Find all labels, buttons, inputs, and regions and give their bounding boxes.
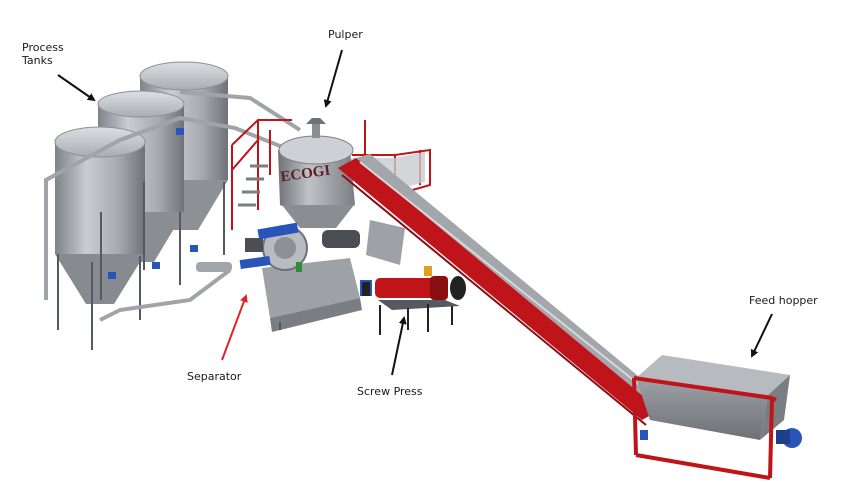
- feed-hopper-arrow: [750, 313, 773, 358]
- pulper: ECOGI: [278, 118, 355, 228]
- process-tanks-arrow: [57, 74, 96, 102]
- tank-valves: [108, 128, 198, 279]
- screw-press-label: Screw Press: [357, 385, 423, 398]
- tank-legs: [57, 182, 225, 350]
- pulper-label: Pulper: [328, 28, 363, 41]
- feed-hopper-label: Feed hopper: [749, 294, 818, 307]
- process-tanks: [44, 61, 302, 350]
- screw-press: [360, 266, 466, 335]
- separator: [196, 222, 362, 332]
- process-tanks-label: Process Tanks: [22, 41, 64, 67]
- separator-arrow: [221, 294, 248, 361]
- conveyor: [338, 154, 672, 426]
- screw-press-arrow: [391, 316, 407, 376]
- callout-arrows: [57, 49, 773, 376]
- pulper-arrow: [323, 49, 343, 108]
- separator-label: Separator: [187, 370, 242, 383]
- pulper-brand-text: ECOGI: [280, 163, 332, 186]
- feed-hopper: [632, 355, 802, 480]
